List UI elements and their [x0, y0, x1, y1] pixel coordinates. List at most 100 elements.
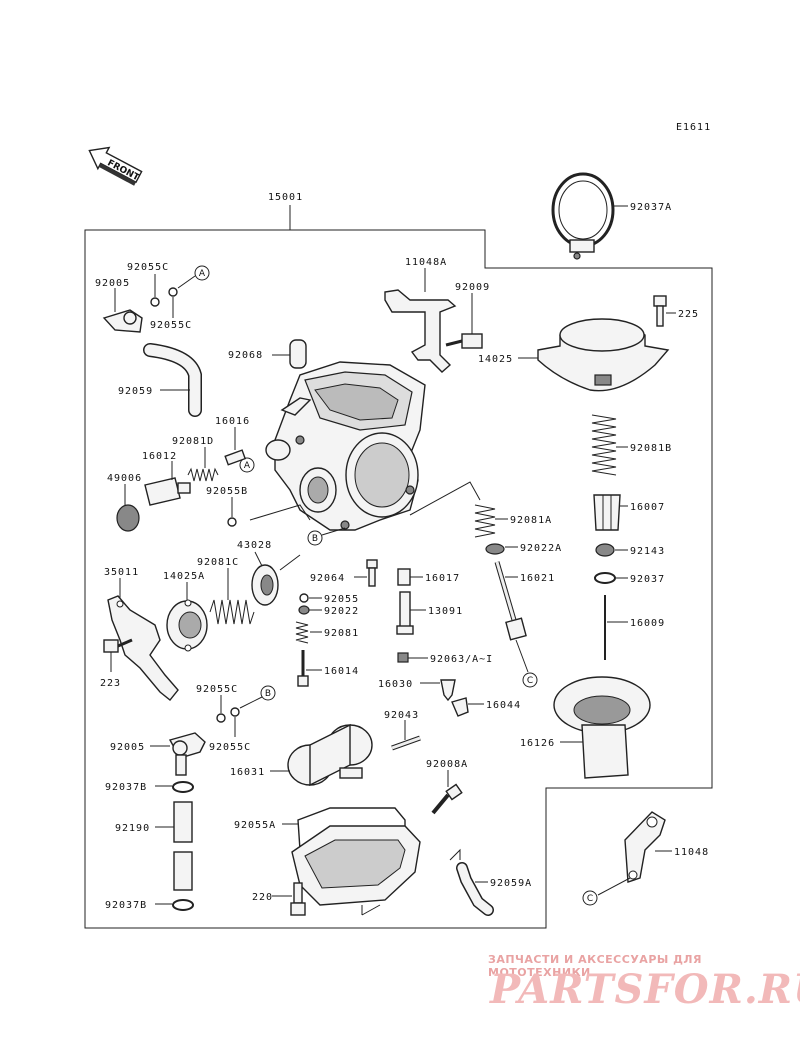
callout-16016: 16016 [215, 416, 250, 427]
callout-223: 223 [100, 678, 121, 689]
part-92081-spring [295, 621, 309, 644]
svg-text:B: B [312, 534, 318, 544]
callout-92081D: 92081D [172, 436, 214, 447]
part-92037-clip [594, 572, 616, 584]
part-16021-jet [494, 561, 527, 641]
marker-C1: C [522, 672, 538, 688]
callout-11048A: 11048A [405, 257, 447, 268]
part-16007-holder [593, 494, 621, 531]
part-92064-screw [366, 559, 378, 587]
callout-92022: 92022 [324, 606, 359, 617]
part-92055C-oring-b [168, 287, 178, 297]
watermark-brand: PARTSFOR.RU [490, 966, 800, 1013]
callout-92055C-b: 92055C [150, 320, 192, 331]
part-92081A-spring [474, 504, 496, 538]
marker-A2: A [239, 457, 255, 473]
callout-49006: 49006 [107, 473, 142, 484]
front-arrow-icon: FRONT [88, 146, 143, 186]
callout-92055B: 92055B [206, 486, 248, 497]
callout-92081B: 92081B [630, 443, 672, 454]
callout-92055C-a: 92055C [127, 262, 169, 273]
callout-92005-a: 92005 [95, 278, 130, 289]
callout-92037: 92037 [630, 574, 665, 585]
part-16012-plunger [144, 477, 191, 506]
callout-43028: 43028 [237, 540, 272, 551]
callout-92059: 92059 [118, 386, 153, 397]
part-float-bowl [291, 825, 421, 916]
part-92005-fitting-a [102, 309, 143, 333]
callout-16044: 16044 [486, 700, 521, 711]
part-92005-fitting-b [168, 732, 206, 776]
callout-92059A: 92059A [490, 878, 532, 889]
part-16126-diaphragm [553, 676, 651, 779]
part-16017-jet [397, 568, 411, 586]
part-11048A-bracket [384, 289, 457, 373]
part-14025-top-cover [537, 318, 670, 392]
part-220-screw [290, 882, 306, 916]
part-92022A-washer [485, 543, 505, 555]
part-92055C-oring-a [150, 297, 160, 307]
callout-92037B-a: 92037B [105, 782, 147, 793]
part-92055C-oring-c [216, 713, 226, 723]
part-92143-spacer [595, 543, 615, 557]
diagram-ref-code: E1611 [676, 122, 711, 133]
callout-92063: 92063/A~I [430, 654, 493, 665]
part-92190-hose [173, 801, 193, 891]
watermark-tagline: ЗАПЧАСТИ И АКСЕССУАРЫ ДЛЯ МОТОТЕХНИКИ [488, 953, 703, 979]
part-92081B-spring [591, 414, 617, 476]
svg-text:B: B [265, 689, 271, 699]
callout-11048: 11048 [674, 847, 709, 858]
part-16014-screw [297, 650, 309, 687]
callout-16009: 16009 [630, 618, 665, 629]
assembly-outline [84, 229, 713, 929]
callout-16017: 16017 [425, 573, 460, 584]
part-92081C-spring [209, 599, 255, 625]
part-92063-jet [397, 652, 409, 663]
part-carburetor-body [265, 361, 426, 531]
callout-92068: 92068 [228, 350, 263, 361]
part-16044-clip [451, 697, 469, 717]
part-92037B-clamp-b [172, 899, 194, 911]
marker-B2: B [260, 685, 276, 701]
callout-16021: 16021 [520, 573, 555, 584]
callout-92008A: 92008A [426, 759, 468, 770]
callout-14025A: 14025A [163, 571, 205, 582]
part-49006-cap [116, 504, 140, 532]
part-16031-float [287, 723, 373, 787]
callout-92143: 92143 [630, 546, 665, 557]
marker-C2: C [582, 890, 598, 906]
callout-92022A: 92022A [520, 543, 562, 554]
callout-92055A: 92055A [234, 820, 276, 831]
callout-35011: 35011 [104, 567, 139, 578]
callout-225: 225 [678, 309, 699, 320]
part-92022-washer [298, 605, 310, 615]
part-16030-needle [440, 679, 456, 702]
callout-92190: 92190 [115, 823, 150, 834]
svg-text:C: C [527, 676, 533, 686]
part-16016 [224, 449, 247, 466]
callout-92081A: 92081A [510, 515, 552, 526]
part-225-screw [653, 295, 667, 327]
part-92037B-clamp-a [172, 781, 194, 793]
part-92068-cap [289, 339, 307, 369]
callout-16126: 16126 [520, 738, 555, 749]
callout-14025: 14025 [478, 354, 513, 365]
callout-92081: 92081 [324, 628, 359, 639]
part-92008A-screw [431, 783, 463, 815]
part-92037A-clamp [551, 172, 615, 260]
callout-92064: 92064 [310, 573, 345, 584]
svg-text:A: A [199, 269, 206, 279]
callout-16031: 16031 [230, 767, 265, 778]
callout-92009: 92009 [455, 282, 490, 293]
callout-220: 220 [252, 892, 273, 903]
part-92055C-oring-d [230, 707, 240, 717]
svg-text:A: A [244, 461, 251, 471]
callout-13091: 13091 [428, 606, 463, 617]
callout-92037A: 92037A [630, 202, 672, 213]
part-14025A-cover [166, 599, 208, 652]
callout-92081C: 92081C [197, 557, 239, 568]
svg-text:C: C [587, 894, 593, 904]
callout-92055C-d: 92055C [209, 742, 251, 753]
part-43028-diaphragm [251, 564, 279, 606]
